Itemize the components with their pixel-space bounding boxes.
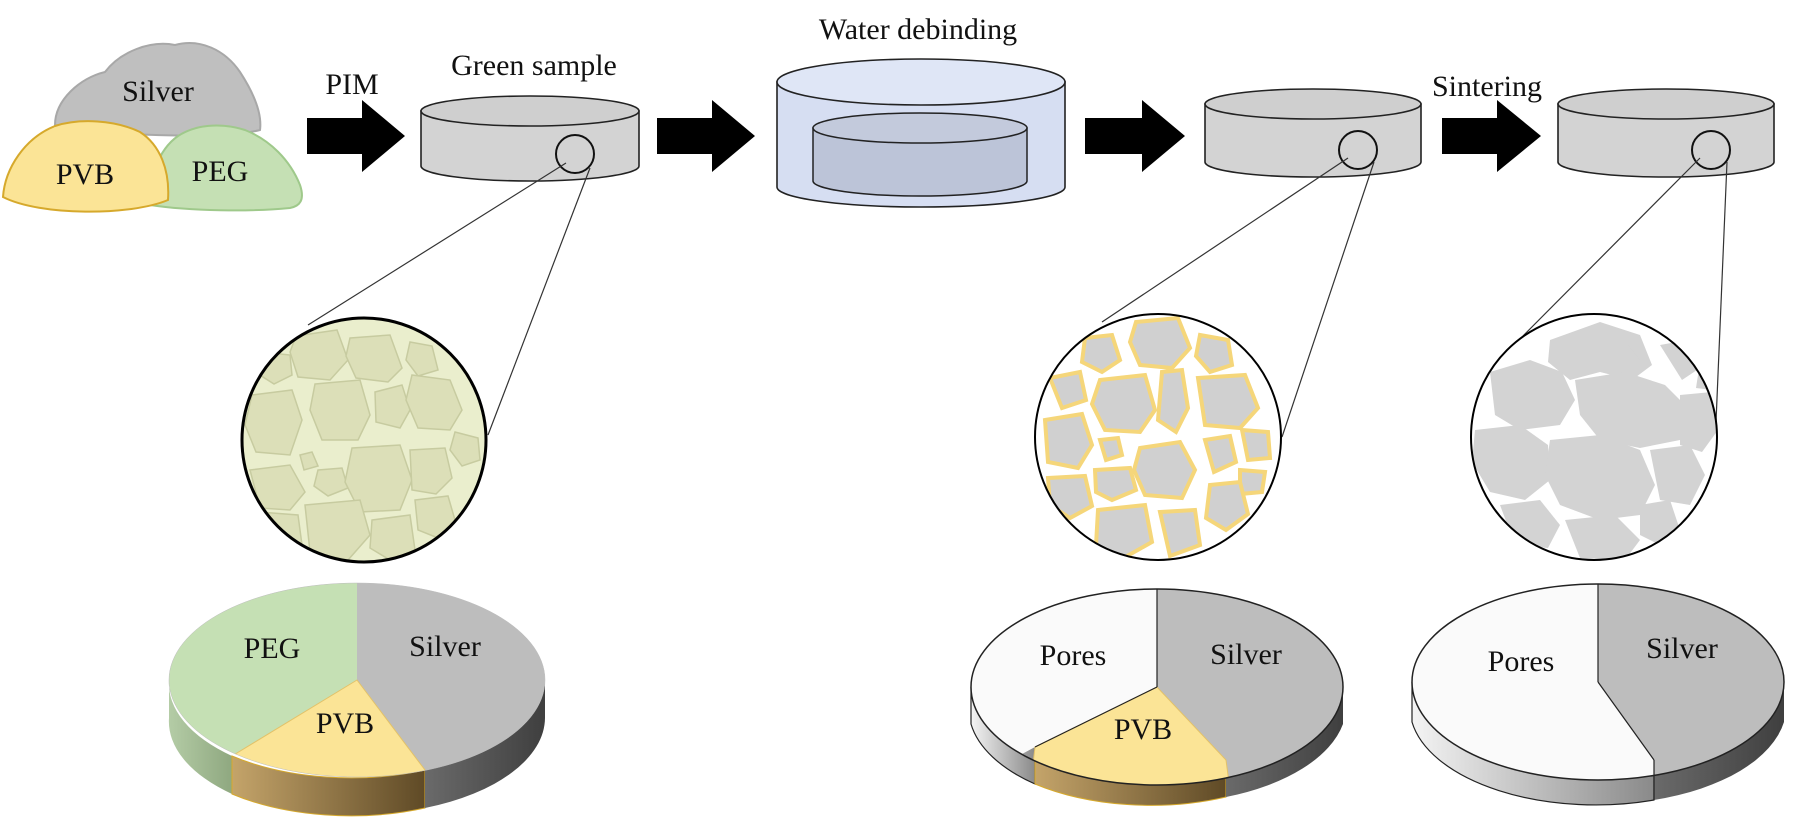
powder-peg-label: PEG xyxy=(192,155,249,188)
powder-silver-label: Silver xyxy=(122,75,194,108)
magnify-spot xyxy=(1691,130,1731,170)
pie-debound-slice-silver xyxy=(1157,589,1343,785)
microstructure-sintered xyxy=(1470,313,1718,561)
pie-sintered-side-silver xyxy=(1654,682,1784,800)
microstructure-debound xyxy=(1034,313,1282,561)
arrow-pim xyxy=(307,100,405,172)
water-debinding-tank xyxy=(776,58,1066,208)
pie-green-slice-silver xyxy=(357,583,545,777)
microstructure-green xyxy=(240,316,488,564)
pie-green-label-silver: Silver xyxy=(409,630,481,663)
powder-pvb-label: PVB xyxy=(56,158,114,191)
pie-green-label-peg: PEG xyxy=(244,632,301,665)
pie-debound-label-pvb: PVB xyxy=(1114,713,1172,746)
powder-pvb: PVB xyxy=(1,120,170,213)
arrow-sintering xyxy=(1442,100,1541,172)
pie-green-label-pvb: PVB xyxy=(316,707,374,740)
sintering-label: Sintering xyxy=(1432,70,1542,103)
arrow-after-debinding xyxy=(1085,100,1185,172)
green-sample-disc xyxy=(420,95,640,182)
pie-green-side-peg xyxy=(168,680,232,794)
pie-sintered-label-pores: Pores xyxy=(1488,645,1555,678)
sintered-sample-disc xyxy=(1557,88,1775,178)
pie-green-slice-peg xyxy=(169,583,357,777)
pie-sintered-label-silver: Silver xyxy=(1646,632,1718,665)
green-grains xyxy=(244,329,481,561)
pie-debound-label-silver: Silver xyxy=(1210,638,1282,671)
pie-green-composition: PEG Silver PVB xyxy=(168,582,546,817)
water-debinding-label: Water debinding xyxy=(819,13,1017,46)
pie-green-slice-pvb xyxy=(229,679,431,777)
debound-sample-disc xyxy=(1204,88,1422,178)
green-sample-label: Green sample xyxy=(451,49,617,82)
pie-debound-composition: Pores Silver PVB xyxy=(970,588,1344,806)
magnify-spot xyxy=(555,134,595,174)
pie-debound-label-pores: Pores xyxy=(1040,639,1107,672)
magnify-spot xyxy=(1338,130,1378,170)
pie-debound-slice-pores xyxy=(971,589,1157,785)
immersed-sample xyxy=(812,112,1028,197)
pie-sintered-composition: Pores Silver xyxy=(1411,583,1785,806)
arrow-to-debinding xyxy=(657,100,755,172)
powder-peg: PEG xyxy=(148,124,303,212)
pim-label: PIM xyxy=(325,68,378,101)
pie-green-side-silver xyxy=(425,680,545,808)
pie-sintered-slice-pores xyxy=(1412,584,1654,780)
debound-grains xyxy=(1042,315,1273,560)
